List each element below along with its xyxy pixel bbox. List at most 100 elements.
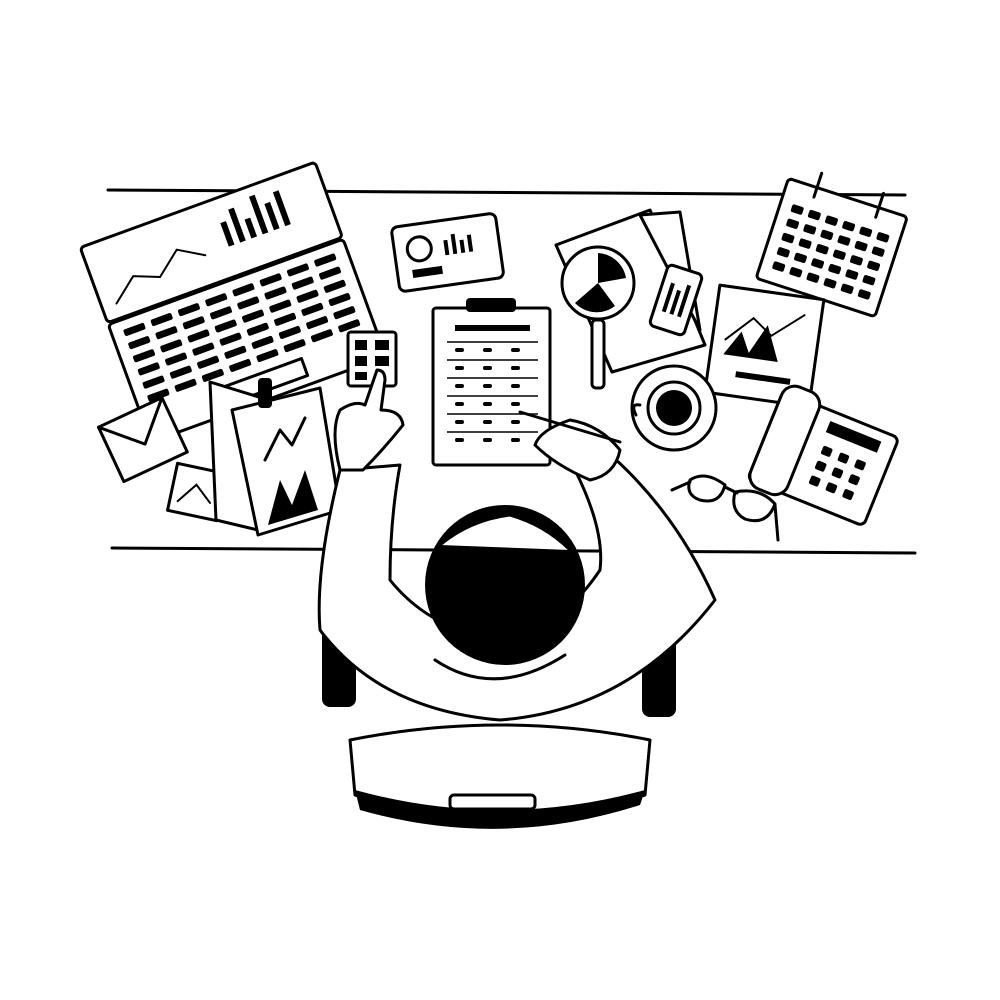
- laptop-key: [251, 335, 274, 349]
- calendar-day: [815, 244, 829, 255]
- chart-folder: [208, 378, 342, 537]
- laptop-key: [142, 375, 165, 389]
- calendar-day: [871, 246, 885, 257]
- calculator: [346, 330, 398, 388]
- calendar-day: [832, 249, 846, 260]
- laptop-key: [214, 319, 237, 333]
- laptop-key: [306, 316, 329, 330]
- laptop-key: [301, 302, 324, 316]
- phone-key: [854, 459, 866, 471]
- laptop-key: [283, 339, 306, 353]
- laptop-key: [210, 306, 232, 320]
- laptop-key: [201, 368, 224, 382]
- tablet: [390, 212, 505, 293]
- clipboard-mark: [455, 438, 464, 442]
- person: [317, 368, 717, 722]
- clipboard-mark: [455, 420, 464, 424]
- calendar-day: [867, 260, 881, 272]
- clipboard-mark: [511, 384, 520, 388]
- laptop-key: [169, 365, 192, 379]
- calendar-day: [842, 221, 856, 232]
- eyeglasses: [670, 474, 780, 542]
- clipboard-mark: [455, 402, 464, 406]
- laptop-key: [219, 332, 242, 346]
- clipboard-mark: [483, 438, 492, 442]
- laptop-key: [278, 325, 301, 339]
- laptop-key: [133, 349, 155, 363]
- laptop-key: [274, 312, 297, 326]
- laptop-key: [338, 319, 361, 333]
- clipboard-mark: [483, 384, 492, 388]
- clipboard: [431, 298, 552, 467]
- calendar-day: [772, 261, 786, 272]
- laptop-key: [323, 279, 346, 293]
- laptop-key: [310, 329, 333, 343]
- calendar-day: [862, 274, 876, 286]
- laptop-key: [259, 273, 282, 287]
- clipboard-mark: [455, 348, 464, 352]
- desk-phone: [747, 384, 899, 526]
- laptop-key: [160, 339, 183, 353]
- laptop-key: [174, 378, 197, 392]
- laptop-key: [147, 388, 170, 402]
- laptop-key: [256, 349, 279, 363]
- phone-key: [842, 489, 854, 500]
- calendar-day: [857, 289, 871, 300]
- calendar-day: [854, 240, 868, 252]
- laptop-key: [264, 286, 287, 300]
- laptop-key: [182, 316, 205, 330]
- phone-key: [825, 482, 838, 494]
- calendar-day: [845, 269, 859, 280]
- coffee-cup: [630, 364, 718, 452]
- clipboard-mark: [483, 402, 492, 406]
- smartphone: [648, 263, 704, 337]
- calendar-day: [828, 263, 842, 275]
- calendar-day: [837, 235, 851, 246]
- calendar-day: [825, 215, 838, 226]
- laptop-key: [205, 293, 228, 307]
- calendar-day: [789, 267, 803, 278]
- calendar-day: [781, 232, 795, 244]
- calendar-day: [840, 283, 854, 294]
- calendar-day: [798, 238, 812, 249]
- clipboard-mark: [511, 348, 520, 352]
- laptop-key: [155, 326, 178, 340]
- laptop-key: [328, 293, 351, 306]
- calendar-day: [807, 209, 821, 221]
- calendar-day: [790, 204, 804, 215]
- envelope: [97, 396, 189, 484]
- laptop-key: [314, 253, 337, 267]
- phone-key: [831, 467, 844, 479]
- laptop-key: [246, 322, 269, 336]
- phone-key: [815, 460, 827, 472]
- laptop-key: [187, 329, 210, 343]
- calendar: [755, 171, 908, 318]
- clipboard-mark: [483, 366, 492, 370]
- calendar-day: [876, 232, 890, 243]
- laptop-key: [224, 345, 247, 359]
- laptop-key: [237, 296, 260, 310]
- laptop-key: [150, 313, 173, 327]
- laptop-key: [291, 276, 314, 290]
- laptop-key: [177, 303, 200, 317]
- calendar-day: [776, 247, 790, 258]
- laptop-key: [333, 306, 356, 320]
- laptop-key: [242, 309, 265, 323]
- laptop-key: [165, 352, 188, 366]
- calendar-day: [823, 278, 837, 289]
- clipboard-mark: [455, 384, 464, 388]
- laptop-key: [229, 358, 252, 372]
- clipboard-mark: [511, 438, 520, 442]
- clipboard-mark: [511, 420, 520, 424]
- calendar-day: [794, 252, 807, 264]
- calendar-day: [850, 255, 863, 266]
- calendar-day: [806, 272, 820, 283]
- laptop-key: [286, 263, 309, 277]
- laptop-key: [232, 283, 255, 297]
- phone-key: [820, 445, 833, 457]
- phone-key: [848, 474, 860, 486]
- calendar-day: [811, 258, 825, 269]
- laptop: [79, 161, 387, 443]
- calendar-day: [859, 226, 873, 237]
